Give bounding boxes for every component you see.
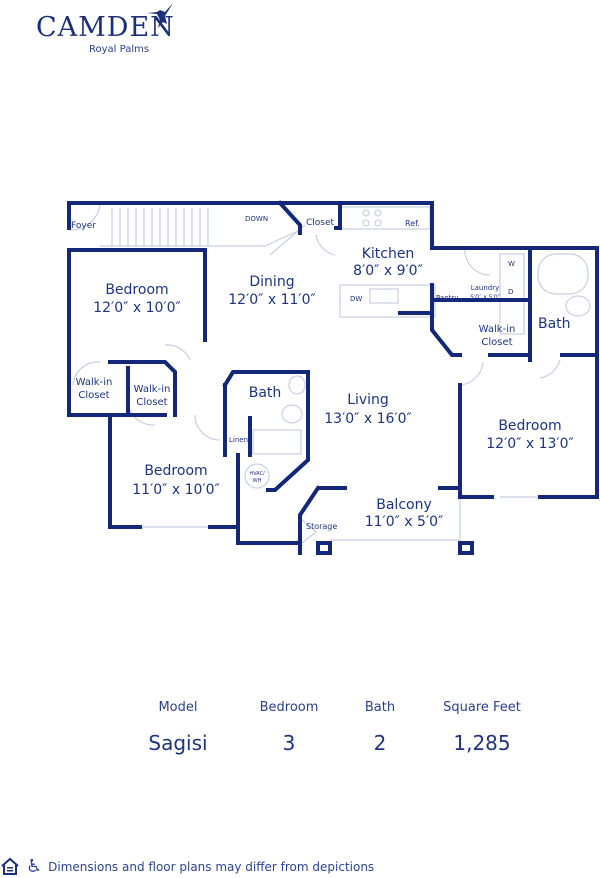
room-bedroom-2: Bedroom bbox=[144, 463, 207, 479]
hummingbird-icon bbox=[147, 3, 173, 28]
label-laundry: Laundry bbox=[471, 284, 500, 292]
room-balcony-size: 11′0″ x 5′0″ bbox=[365, 514, 444, 530]
label-walkin-2: Walk-in bbox=[134, 384, 171, 395]
room-labels: Foyer DOWN Closet Ref. Bedroom 12′0″ x 1… bbox=[71, 215, 574, 531]
label-walkin-master: Walk-in bbox=[479, 324, 516, 335]
equal-housing-icon bbox=[1, 857, 19, 875]
room-bath-master: Bath bbox=[538, 316, 571, 332]
label-pantry: Pantry bbox=[436, 294, 458, 302]
label-storage: Storage bbox=[306, 522, 337, 531]
label-wh: WH bbox=[253, 478, 262, 484]
label-foyer: Foyer bbox=[71, 221, 96, 231]
logo-brand: CAMDEN bbox=[36, 12, 175, 43]
floor-plan: Foyer DOWN Closet Ref. Bedroom 12′0″ x 1… bbox=[67, 200, 599, 555]
room-dining: Dining bbox=[249, 274, 294, 290]
room-balcony: Balcony bbox=[376, 497, 432, 513]
label-walkin-1: Walk-in bbox=[76, 377, 113, 388]
label-closet-2: Closet bbox=[136, 397, 167, 408]
room-dining-size: 12′0″ x 11′0″ bbox=[228, 292, 315, 308]
room-bedroom-master: Bedroom bbox=[498, 418, 561, 434]
room-bedroom-1: Bedroom bbox=[105, 282, 168, 298]
room-living-size: 13′0″ x 16′0″ bbox=[324, 411, 411, 427]
room-bedroom-master-size: 12′0″ x 13′0″ bbox=[486, 436, 573, 452]
label-laundry-size: 5′0″ x 5′0″ bbox=[470, 294, 501, 301]
label-closet-1: Closet bbox=[78, 390, 109, 401]
logo-community: Royal Palms bbox=[89, 44, 150, 55]
label-dw: DW bbox=[350, 295, 362, 303]
disclaimer: Dimensions and floor plans may differ fr… bbox=[48, 859, 375, 874]
label-ref: Ref. bbox=[405, 219, 420, 228]
room-bedroom-2-size: 11′0″ x 10′0″ bbox=[132, 482, 219, 498]
room-bedroom-1-size: 12′0″ x 10′0″ bbox=[93, 300, 180, 316]
accessibility-icon: ♿ bbox=[26, 856, 43, 877]
walls bbox=[67, 200, 599, 555]
label-dryer: D bbox=[508, 288, 513, 296]
label-linen: Linen bbox=[229, 436, 248, 444]
label-hvac: HVAC/ bbox=[249, 471, 265, 477]
label-washer: W bbox=[508, 260, 515, 268]
room-kitchen-size: 8′0″ x 9′0″ bbox=[353, 263, 423, 279]
room-bath-hall: Bath bbox=[249, 385, 282, 401]
label-closet-master: Closet bbox=[481, 337, 512, 348]
label-down: DOWN bbox=[245, 215, 268, 223]
room-living: Living bbox=[347, 392, 389, 408]
stairs bbox=[100, 208, 306, 256]
label-closet-top: Closet bbox=[306, 218, 335, 228]
room-kitchen: Kitchen bbox=[362, 246, 415, 262]
footer: ♿ Dimensions and floor plans may differ … bbox=[0, 856, 374, 877]
